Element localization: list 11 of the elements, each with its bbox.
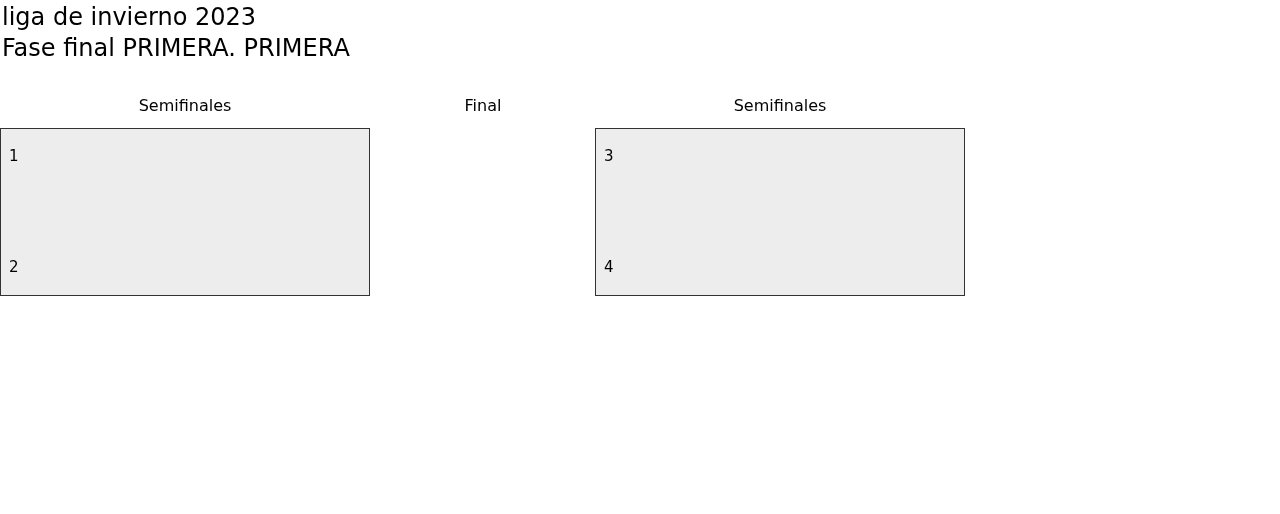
match-box bbox=[0, 128, 370, 296]
slot-number: 1 bbox=[9, 147, 19, 165]
page-subtitle: Fase final PRIMERA. PRIMERA bbox=[2, 33, 350, 63]
column-heading: Final bbox=[464, 96, 502, 116]
slot-number: 2 bbox=[9, 258, 19, 276]
slot-number: 3 bbox=[604, 147, 614, 165]
column-heading: Semifinales bbox=[138, 96, 232, 116]
page-title: liga de invierno 2023 bbox=[2, 2, 257, 32]
column-heading: Semifinales bbox=[733, 96, 827, 116]
match-box bbox=[595, 128, 965, 296]
slot-number: 4 bbox=[604, 258, 614, 276]
